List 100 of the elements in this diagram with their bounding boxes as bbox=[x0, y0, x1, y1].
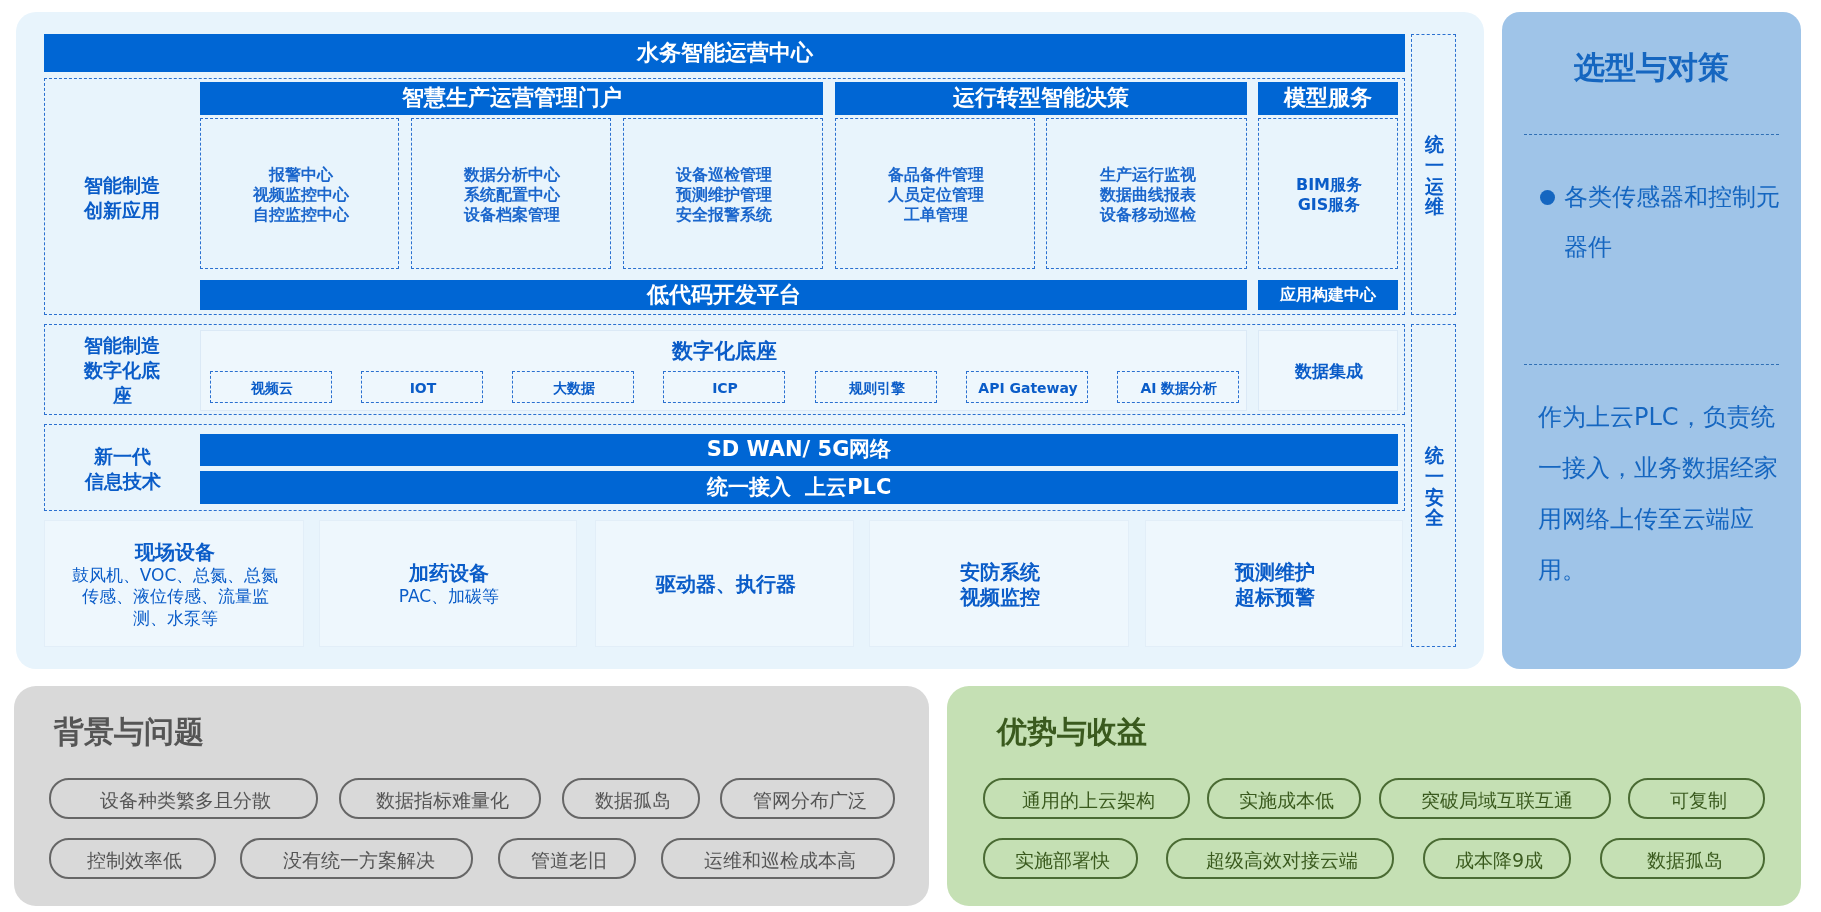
tag-text: ICP bbox=[712, 378, 738, 398]
tag-box bbox=[210, 371, 332, 403]
item-text: 生产运行监视 bbox=[1099, 164, 1196, 185]
info-panel bbox=[947, 686, 1801, 906]
item-text: 报警中心 bbox=[268, 164, 333, 185]
dashed-group bbox=[44, 78, 1405, 315]
section-panel bbox=[200, 330, 1247, 411]
tag-pill bbox=[983, 778, 1190, 819]
tag-pill bbox=[339, 778, 541, 819]
tag-text: 管网分布广泛 bbox=[752, 787, 867, 813]
tag-text: 成本降9成 bbox=[1454, 847, 1544, 873]
device-heading: 视频监控 bbox=[960, 584, 1040, 610]
network-bar bbox=[200, 434, 1398, 466]
tag-box bbox=[512, 371, 634, 403]
module-box bbox=[411, 118, 611, 269]
module-box bbox=[623, 118, 823, 269]
network-bar bbox=[200, 471, 1398, 504]
item-text: 备品备件管理 bbox=[888, 164, 984, 185]
dashed-group bbox=[44, 324, 1405, 415]
header-bar bbox=[200, 82, 823, 115]
item-text: 设备移动巡检 bbox=[1099, 204, 1196, 225]
tag-text: 实施部署快 bbox=[1015, 847, 1110, 873]
item-text: 预测维护管理 bbox=[676, 184, 772, 205]
tag-pill bbox=[1600, 838, 1765, 879]
item-text: BIM服务 bbox=[1295, 174, 1363, 195]
tag-pill bbox=[1379, 778, 1611, 819]
item-text: 视频监控中心 bbox=[252, 184, 349, 205]
bar-label: 智慧生产运营管理门户 bbox=[401, 84, 622, 113]
group-label: 智能制造创新应用 bbox=[82, 172, 162, 223]
tag-text: 数据孤岛 bbox=[595, 787, 671, 813]
group-label: 智能制造数字化底座 bbox=[83, 333, 162, 408]
header-bar bbox=[200, 280, 1247, 310]
bar-label: 统一接入 上云PLC bbox=[706, 473, 892, 501]
tag-pill bbox=[49, 778, 318, 819]
tag-box bbox=[1117, 371, 1239, 403]
item-text: GIS服务 bbox=[1297, 194, 1361, 215]
list-item: 各类传感器和控制元器件 bbox=[1564, 182, 1781, 263]
info-panel bbox=[14, 686, 929, 906]
bar-label: 运行转型智能决策 bbox=[953, 84, 1129, 113]
tag-text: 数据指标难量化 bbox=[375, 787, 509, 813]
paragraph: 作为上云PLC，负责统一接入，业务数据经家用网络上传至云端应用。 bbox=[1538, 402, 1778, 586]
tag-pill bbox=[661, 838, 895, 879]
tag-text: 运维和巡检成本高 bbox=[704, 847, 856, 873]
tag-text: IOT bbox=[409, 378, 437, 398]
item-text: 设备档案管理 bbox=[464, 204, 560, 225]
group-label: 信息技术 bbox=[84, 468, 161, 494]
item-text: 设备巡检管理 bbox=[676, 164, 772, 185]
panel-title: 背景与问题 bbox=[54, 713, 205, 751]
device-list: PAC、加碳等 bbox=[398, 586, 500, 608]
tag-pill bbox=[720, 778, 895, 819]
section-label: 数字化底座 bbox=[672, 338, 777, 366]
tag-pill bbox=[562, 778, 700, 819]
item-text: 自控监控中心 bbox=[252, 204, 349, 225]
tag-text: 设备种类繁多且分散 bbox=[100, 787, 271, 813]
item-text: 工单管理 bbox=[904, 204, 968, 225]
tag-box bbox=[663, 371, 785, 403]
tag-text: 视频云 bbox=[251, 378, 293, 398]
bar-label: 水务智能运营中心 bbox=[636, 39, 813, 67]
device-heading: 超标预警 bbox=[1235, 584, 1315, 610]
item-text: 数据曲线报表 bbox=[1099, 184, 1196, 205]
vertical-band bbox=[1411, 34, 1456, 315]
tag-pill bbox=[1423, 838, 1571, 879]
item-text: 人员定位管理 bbox=[888, 184, 984, 205]
device-list: 鼓风机、VOC、总氮、总氮传感、液位传感、流量监测、水泵等 bbox=[67, 565, 283, 629]
bar-label: 应用构建中心 bbox=[1280, 284, 1376, 306]
band-label: 统一运维 bbox=[1425, 133, 1444, 218]
tag-text: 管道老旧 bbox=[531, 847, 607, 873]
side-panel bbox=[1502, 12, 1801, 669]
bar-label: 低代码开发平台 bbox=[646, 280, 801, 309]
device-heading: 驱动器、执行器 bbox=[655, 572, 796, 597]
tag-pill bbox=[1166, 838, 1394, 879]
tag-box bbox=[966, 371, 1088, 403]
module-box bbox=[200, 118, 399, 269]
tag-pill bbox=[498, 838, 636, 879]
tag-pill bbox=[240, 838, 473, 879]
tag-text: 没有统一方案解决 bbox=[282, 847, 435, 873]
module-box bbox=[1046, 118, 1247, 269]
module-box bbox=[1258, 118, 1398, 269]
tag-pill bbox=[1207, 778, 1361, 819]
tag-text: API Gateway bbox=[978, 378, 1078, 398]
device-heading: 预测维护 bbox=[1235, 559, 1315, 585]
tag-text: 通用的上云架构 bbox=[1022, 787, 1155, 813]
item-text: 数据分析中心 bbox=[464, 164, 560, 185]
module-box bbox=[835, 118, 1035, 269]
header-bar bbox=[1258, 82, 1398, 115]
header-bar bbox=[835, 82, 1247, 115]
device-heading: 安防系统 bbox=[960, 559, 1040, 585]
dashed-group bbox=[44, 424, 1405, 511]
tag-text: 数据孤岛 bbox=[1646, 847, 1723, 873]
tag-text: 超级高效对接云端 bbox=[1206, 847, 1358, 873]
bar-label: SD WAN/ 5G网络 bbox=[706, 436, 892, 464]
tag-text: 实施成本低 bbox=[1238, 787, 1334, 813]
header-bar bbox=[1258, 280, 1398, 310]
vertical-band bbox=[1411, 324, 1456, 647]
tag-text: 大数据 bbox=[553, 378, 595, 398]
panel-title: 选型与对策 bbox=[1573, 48, 1730, 87]
panel-title: 优势与收益 bbox=[997, 713, 1148, 751]
band-label: 统一安全 bbox=[1425, 444, 1444, 529]
item-text: 安全报警系统 bbox=[676, 204, 772, 225]
tag-text: 可复制 bbox=[1670, 787, 1727, 813]
